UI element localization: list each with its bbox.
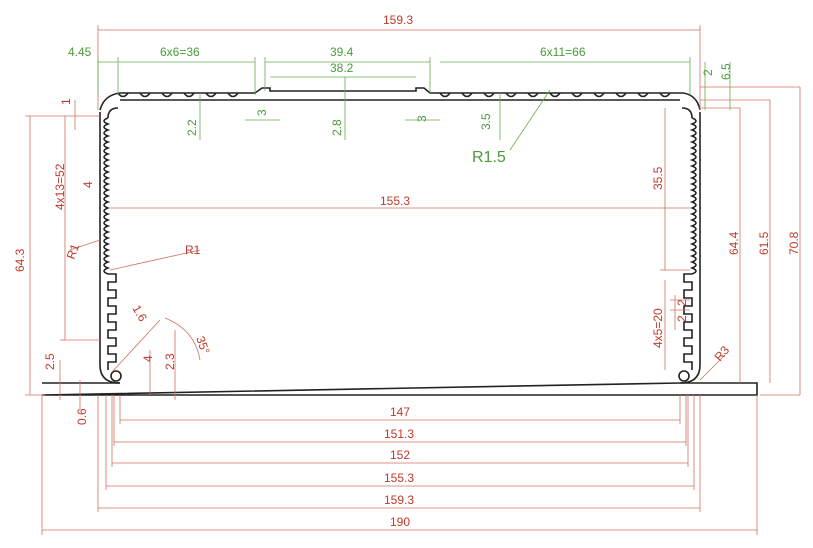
- label-top-depth-b: 2.8: [330, 119, 344, 136]
- label-right-grooves: 4x5=20: [651, 308, 665, 348]
- green-dimension-lines: [97, 57, 731, 151]
- label-top-right-small-a: 2: [701, 69, 715, 76]
- green-dimension-labels: 4.45 6x6=36 39.4 38.2 6x11=66 2 6.5 2.2 …: [68, 45, 733, 166]
- label-left-pitch: 4: [81, 181, 95, 188]
- label-top-depth-a: 2.2: [185, 119, 199, 136]
- label-left-base: 2.5: [43, 353, 57, 370]
- label-top-step-b: 3: [415, 115, 429, 122]
- label-slot-angle: 35°: [193, 334, 212, 356]
- label-bottom-159-3: 159.3: [384, 493, 414, 507]
- label-bottom-147: 147: [390, 405, 410, 419]
- label-slot-4: 4: [141, 355, 155, 362]
- red-dimension-labels: 159.3 155.3 1 4x13=52 4 R1 R1 64.3 2.5 0…: [13, 13, 801, 529]
- label-top-left-offset: 4.45: [68, 45, 92, 59]
- label-right-radius: R3: [712, 343, 733, 364]
- label-left-foot: 0.6: [75, 408, 89, 425]
- label-top-overall: 159.3: [383, 13, 413, 27]
- label-left-radius: R1: [64, 242, 83, 262]
- extrusion-profile: [41, 87, 758, 396]
- label-top-right-small-b: 6.5: [719, 63, 733, 80]
- label-left-height: 64.3: [13, 248, 27, 272]
- label-top-left-grooves: 6x6=36: [160, 45, 200, 59]
- label-top-step-a: 3: [255, 109, 269, 116]
- label-right-small-a: 2: [675, 299, 689, 306]
- label-right-small-b: 2: [675, 315, 689, 322]
- label-right-70-8: 70.8: [787, 231, 801, 255]
- label-bottom-155-3: 155.3: [384, 471, 414, 485]
- label-right-35-5: 35.5: [651, 166, 665, 190]
- label-top-center-outer: 39.4: [330, 45, 354, 59]
- label-slot-1-6: 1.6: [129, 303, 150, 325]
- label-bottom-152: 152: [390, 448, 410, 462]
- label-right-64-4: 64.4: [727, 231, 741, 255]
- label-top-center-inner: 38.2: [330, 61, 354, 75]
- label-right-61-5: 61.5: [757, 231, 771, 255]
- label-top-radius: R1.5: [472, 149, 506, 166]
- label-bottom-151-3: 151.3: [384, 427, 414, 441]
- label-inner-width: 155.3: [380, 194, 410, 208]
- label-bottom-190: 190: [390, 515, 410, 529]
- label-inner-radius: R1: [185, 243, 201, 257]
- label-left-small-1: 1: [59, 98, 73, 105]
- red-dimension-lines: [25, 25, 801, 535]
- label-top-right-grooves: 6x11=66: [540, 45, 586, 59]
- label-left-grooves: 4x13=52: [53, 163, 67, 210]
- label-slot-2-3: 2.3: [163, 353, 177, 370]
- label-top-depth-c: 3.5: [479, 113, 493, 130]
